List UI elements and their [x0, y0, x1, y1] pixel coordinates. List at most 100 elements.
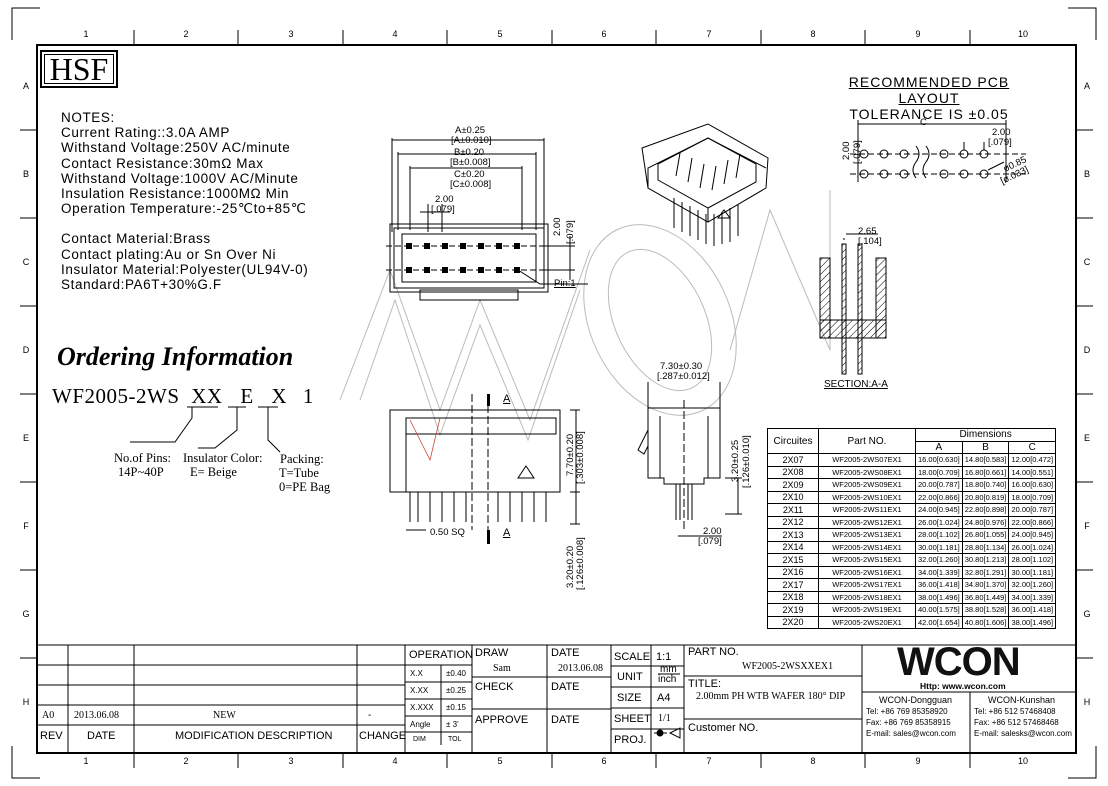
pcb-hole-pattern: [850, 120, 1026, 182]
side-w: 7.30±0.30: [660, 361, 703, 372]
dim-b-in: [B±0.008]: [450, 157, 491, 168]
title-value: 2.00mm PH WTB WAFER 180° DIP: [696, 691, 846, 702]
sheet-label: SHEET: [614, 713, 651, 725]
zone-left-e: E: [22, 433, 29, 443]
cell-a: 42.00[1.654]: [915, 615, 963, 629]
side-w-in: [.287±0.012]: [657, 371, 710, 382]
notes-line: Current Rating::3.0A AMP: [61, 125, 230, 141]
dim-b: B±0.20: [454, 147, 485, 158]
section-d1: 2.65: [858, 226, 877, 237]
kunshan-email[interactable]: E-mail: salesks@wcon.com: [974, 729, 1072, 738]
side-p: 2.00: [703, 526, 722, 537]
pcb-tolerance: TOLERANCE IS ±0.05: [849, 106, 1009, 122]
projection-label: PROJ.: [614, 734, 647, 746]
scale-label: SCALE: [614, 651, 651, 663]
unit-mm: mm: [660, 664, 677, 675]
date-header: DATE: [87, 730, 116, 742]
pcb-v2: 2.00: [992, 127, 1011, 138]
top-view-drawing: [386, 138, 588, 301]
zone-right-h: H: [1083, 697, 1091, 707]
dim-pitch: 2.00: [435, 194, 454, 205]
notes-line: Withstand Voltage:250V AC/minute: [61, 140, 291, 156]
pcb-v2-in: [.079]: [988, 137, 1012, 148]
zone-right-b: B: [1083, 169, 1090, 179]
date-label: DATE: [551, 647, 580, 659]
draw-name: Sam: [493, 663, 511, 674]
rev-change-value: -: [368, 710, 372, 721]
pins-range: 14P~40P: [118, 465, 164, 479]
zone-left-c: C: [22, 257, 30, 267]
dim-pitch-in: [.079]: [431, 204, 455, 215]
zone-top-4: 4: [392, 29, 398, 39]
change-header: CHANGE: [359, 730, 407, 742]
zone-bottom-2: 2: [183, 756, 189, 766]
zone-top-5: 5: [497, 29, 503, 39]
dongguan-email[interactable]: E-mail: sales@wcon.com: [866, 729, 956, 738]
dim-a-in: [A±0.010]: [451, 135, 492, 146]
part-1: 1: [302, 384, 314, 408]
notes-line: NOTES:: [61, 110, 115, 125]
size-value: A4: [657, 692, 671, 704]
section-d1-in: [.104]: [858, 236, 882, 247]
part-x: X: [271, 384, 288, 408]
rev-desc-value: NEW: [213, 710, 236, 721]
notes-line: Contact plating:Au or Sn Over Ni: [61, 246, 277, 262]
sheet-value: 1/1: [658, 713, 671, 724]
dim-a: A±0.25: [455, 125, 486, 136]
wcon-logo: WCON: [897, 640, 1021, 684]
section-a-a-drawing: [819, 233, 887, 375]
zone-top-10: 10: [1017, 29, 1028, 39]
notes-line: Operation Temperature:-25℃to+85℃: [61, 201, 307, 217]
zone-top-2: 2: [183, 29, 189, 39]
zone-left-g: G: [22, 609, 30, 619]
notes-line: Insulator Material:Polyester(UL94V-0): [61, 261, 309, 277]
approve-label: APPROVE: [475, 714, 529, 726]
tol-value: ±0.25: [446, 686, 466, 695]
kunshan-fax: Fax: +86 512 57468468: [974, 718, 1059, 727]
zone-bottom-8: 8: [810, 756, 816, 766]
side-p-in: [.079]: [698, 536, 722, 547]
pcb-layout-title: RECOMMENDED PCB LAYOUT TOLERANCE IS ±0.0…: [826, 74, 1032, 122]
tol-value: ±0.15: [446, 703, 466, 712]
draw-date: 2013.06.08: [558, 663, 603, 674]
tol-label: Angle: [410, 720, 431, 729]
rev-value: A0: [42, 710, 55, 721]
color-label: Insulator Color:: [183, 451, 263, 465]
pcb-c: C: [920, 117, 927, 128]
unit-label: UNIT: [617, 671, 643, 683]
ordering-title: Ordering Information: [57, 342, 294, 371]
tol-label: X.XX: [410, 686, 429, 695]
part-e: E: [240, 384, 254, 408]
approve-date-label: DATE: [551, 714, 580, 726]
website-link[interactable]: Http: www.wcon.com: [920, 681, 1006, 691]
customer-label: Customer NO.: [688, 722, 759, 734]
size-label: SIZE: [617, 692, 642, 704]
zone-bottom-1: 1: [83, 756, 89, 766]
front-a-top: A: [503, 393, 511, 405]
zone-top-9: 9: [915, 29, 921, 39]
notes-line: Standard:PA6T+30%G.F: [61, 277, 222, 293]
zone-bottom-4: 4: [392, 756, 398, 766]
zone-bottom-5: 5: [497, 756, 503, 766]
zone-bottom-9: 9: [915, 756, 921, 766]
part-prefix: WF2005-2WS: [52, 384, 180, 408]
unit-inch: inch: [658, 674, 677, 685]
col-part-no: Part NO.: [818, 428, 916, 454]
modification-header: MODIFICATION DESCRIPTION: [175, 730, 333, 742]
zone-top-1: 1: [83, 29, 89, 39]
pin1-label: Pin:1: [554, 278, 576, 289]
front-a-bottom: A: [503, 527, 511, 539]
zone-left-b: B: [22, 169, 29, 179]
zone-left-h: H: [22, 697, 30, 707]
notes-line: Contact Resistance:30mΩ Max: [61, 155, 264, 171]
zone-top-3: 3: [288, 29, 294, 39]
notes-block: NOTES: Current Rating::3.0A AMP Withstan…: [61, 110, 308, 292]
isometric-view: [641, 123, 769, 246]
